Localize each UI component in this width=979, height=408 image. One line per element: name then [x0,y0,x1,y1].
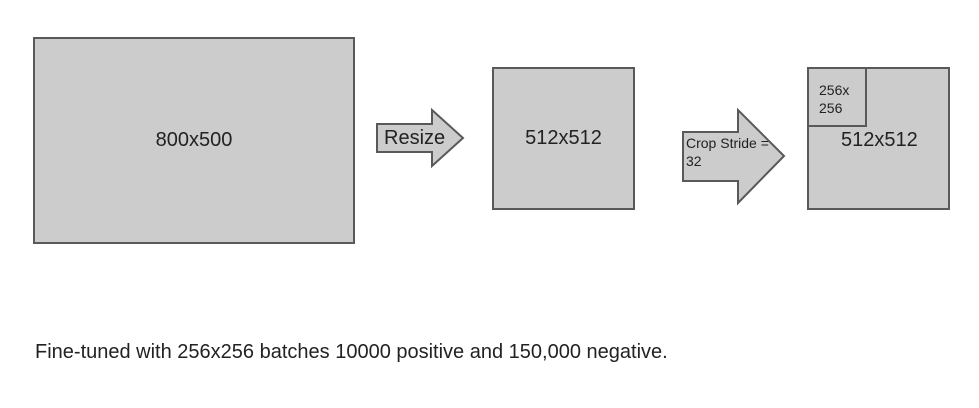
caption-text: Fine-tuned with 256x256 batches 10000 po… [35,341,668,363]
cropped-size-label: 512x512 [841,129,918,151]
crop-tile-box: 256x 256 [807,67,867,127]
crop-arrow-label: Crop Stride = 32 [686,135,769,169]
resized-size-label: 512x512 [525,127,602,149]
original-image-box: 800x500 [33,37,355,244]
resize-arrow-label: Resize [384,127,446,149]
original-size-label: 800x500 [155,129,233,151]
resized-image-box: 512x512 [492,67,635,210]
crop-tile-size-label: 256x 256 [819,82,850,116]
